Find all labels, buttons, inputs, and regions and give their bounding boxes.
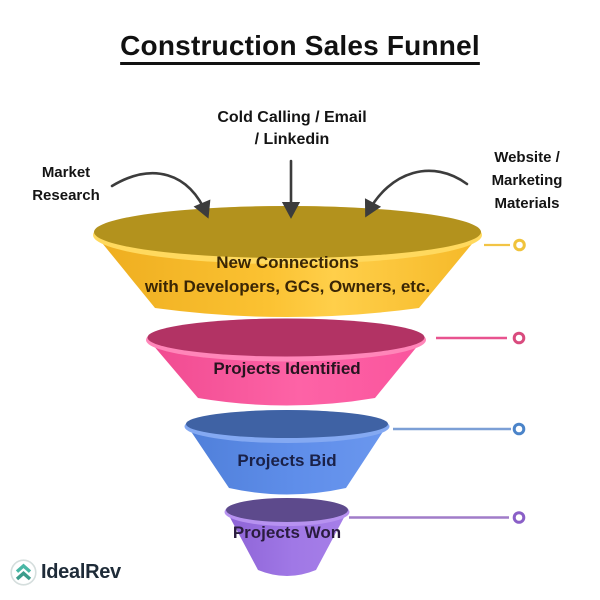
stage-label-projects-bid: Projects Bid xyxy=(207,449,367,473)
label-line: / Linkedin xyxy=(254,131,330,148)
stage-line: Projects Identified xyxy=(213,359,361,378)
label-cold-calling-email-linkedin: Cold Calling / Email / Linkedin xyxy=(180,107,404,151)
stage-label-projects-won: Projects Won xyxy=(227,521,347,545)
stage-4-connector-ring xyxy=(512,511,526,524)
funnel-stage-3-top xyxy=(186,410,388,438)
funnel-stage-4-body xyxy=(226,510,348,576)
stage-line: New Connections xyxy=(216,253,359,272)
stage-2-connector-ring xyxy=(512,331,526,345)
page-title: Construction Sales Funnel xyxy=(120,30,480,61)
label-line: Website / xyxy=(494,149,560,166)
label-line: Marketing xyxy=(491,172,563,189)
funnel-stage-1-top xyxy=(94,206,481,258)
funnel-stage-2-top xyxy=(147,318,425,357)
label-line: Cold Calling / Email xyxy=(217,109,367,126)
label-line: Materials xyxy=(494,195,560,212)
label-market-research: Market Research xyxy=(8,161,124,207)
stage-line: Projects Bid xyxy=(237,451,337,470)
stage-line: Projects Won xyxy=(232,523,342,542)
stage-label-projects-identified: Projects Identified xyxy=(167,357,407,381)
stage-3-connector-ring xyxy=(512,422,526,436)
funnel-stage-4-top xyxy=(226,498,348,522)
double-chevron-up-icon xyxy=(10,559,37,586)
label-line: Market xyxy=(41,164,91,181)
stage-1-connector-ring xyxy=(513,238,526,252)
label-line: Research xyxy=(32,187,100,204)
stage-label-new-connections: New Connections with Developers, GCs, Ow… xyxy=(117,251,458,299)
logo-text: IdealRev xyxy=(41,561,121,583)
label-website-marketing-materials: Website / Marketing Materials xyxy=(466,146,588,215)
website-arrow xyxy=(364,169,469,218)
funnel-stage-3-body xyxy=(186,424,388,495)
idealrev-logo: IdealRev xyxy=(10,559,121,586)
stage-line: with Developers, GCs, Owners, etc. xyxy=(144,277,431,296)
market-research-arrow xyxy=(110,171,211,219)
